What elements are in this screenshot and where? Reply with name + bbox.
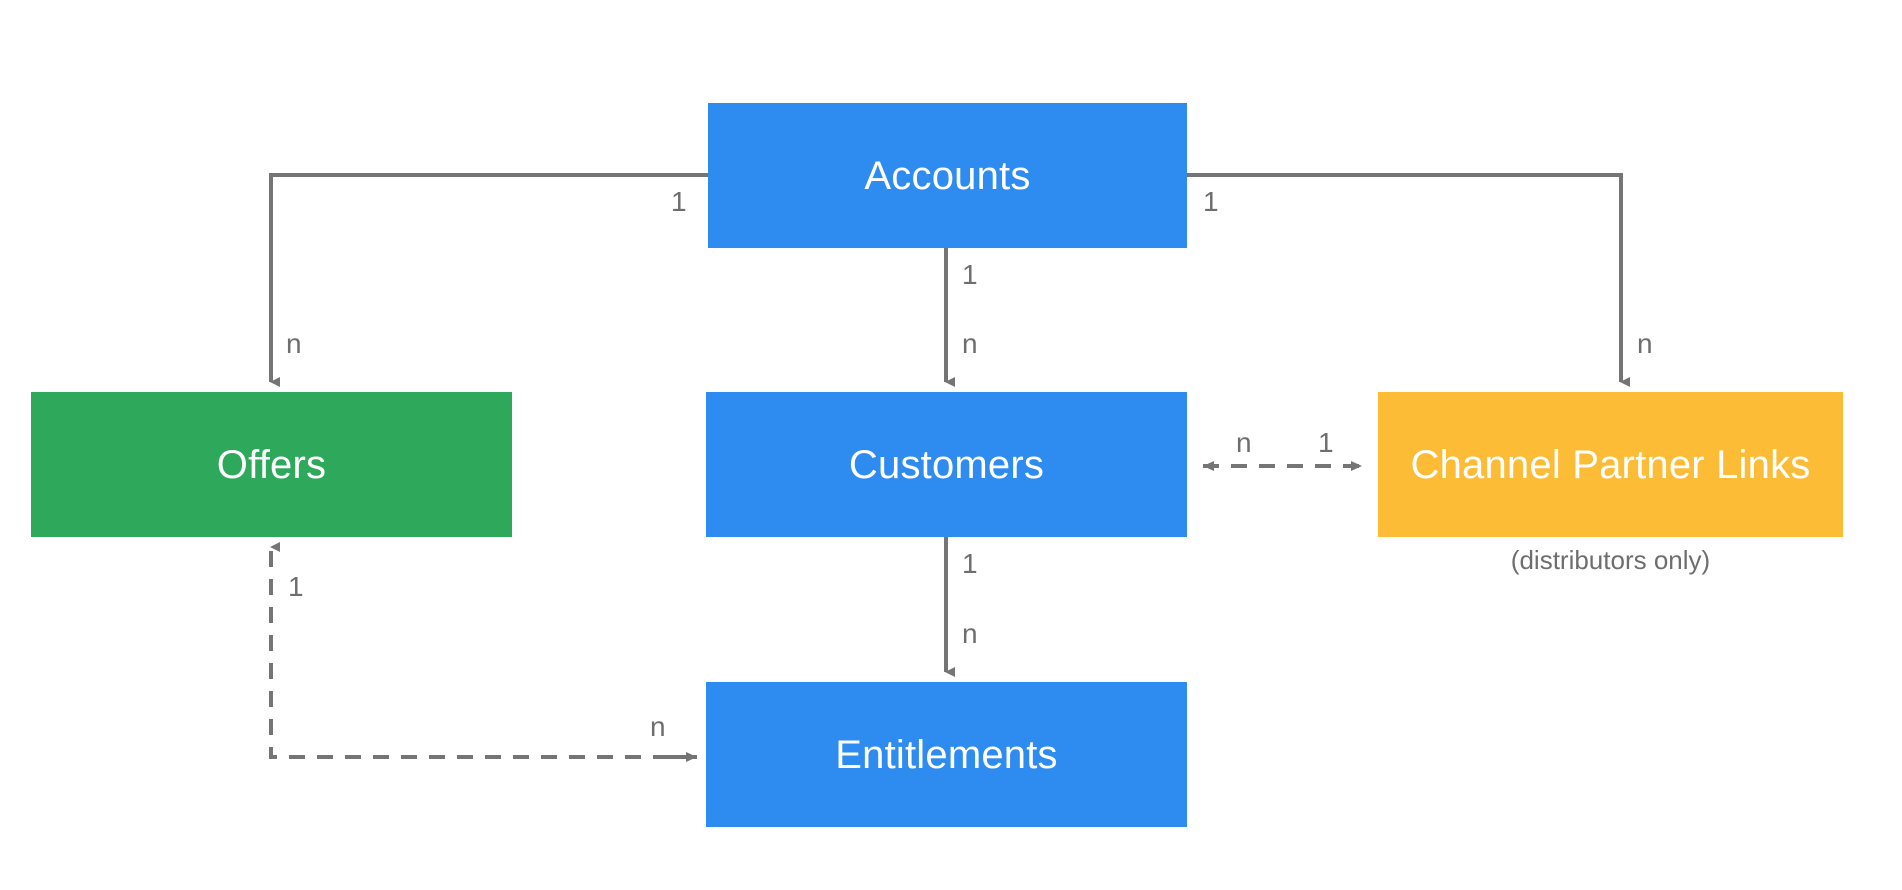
node-channel-partner-links[interactable]: Channel Partner Links	[1378, 392, 1843, 537]
node-channel-partner-links-label: Channel Partner Links	[1410, 442, 1811, 487]
node-accounts-label: Accounts	[864, 153, 1031, 198]
node-offers-label: Offers	[216, 442, 327, 487]
edge-label-customers-entitlements-many: n	[962, 618, 978, 649]
edge-label-accounts-channel-many: n	[1637, 328, 1653, 359]
node-customers[interactable]: Customers	[706, 392, 1187, 537]
edge-accounts-channel-partner-links	[1187, 173, 1630, 387]
node-accounts[interactable]: Accounts	[708, 103, 1187, 248]
edge-label-customers-channel-one: 1	[1318, 427, 1334, 458]
edge-label-accounts-offers-many: n	[286, 328, 302, 359]
node-customers-label: Customers	[848, 442, 1045, 487]
edge-label-entitlements-offers-one: 1	[288, 571, 304, 602]
node-offers[interactable]: Offers	[31, 392, 512, 537]
node-channel-partner-links-caption: (distributors only)	[1510, 545, 1711, 575]
edge-entitlements-offers	[269, 542, 697, 759]
edge-label-accounts-customers-one: 1	[962, 259, 978, 290]
edge-label-accounts-channel-one: 1	[1203, 186, 1219, 217]
edge-label-accounts-customers-many: n	[962, 328, 978, 359]
edge-label-accounts-offers-one: 1	[671, 186, 687, 217]
edge-label-customers-channel-many: n	[1236, 427, 1252, 458]
edge-label-entitlements-offers-many: n	[650, 711, 666, 742]
node-entitlements[interactable]: Entitlements	[706, 682, 1187, 827]
edge-accounts-offers	[269, 173, 708, 387]
node-entitlements-label: Entitlements	[835, 732, 1058, 777]
edge-label-customers-entitlements-one: 1	[962, 548, 978, 579]
